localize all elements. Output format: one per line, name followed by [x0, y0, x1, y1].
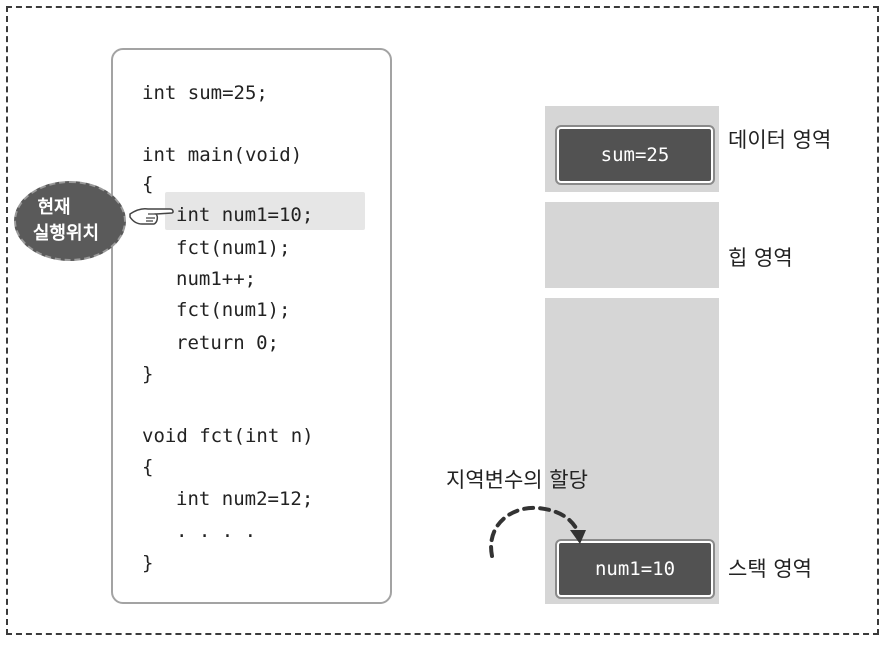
heap-segment	[545, 202, 719, 288]
code-line-global: int sum=25;	[142, 82, 268, 104]
code-line-increment: num1++;	[176, 268, 257, 290]
local-variable-cell: num1=10	[557, 541, 713, 597]
code-line-fct-signature: void fct(int n)	[142, 425, 314, 447]
code-line-ellipsis: . . . .	[176, 520, 257, 542]
code-line-main-signature: int main(void)	[142, 144, 303, 166]
code-line-current: int num1=10;	[176, 204, 314, 226]
data-area-label: 데이터 영역	[728, 128, 832, 152]
bubble-label-line2: 실행위치	[32, 223, 100, 244]
heap-area-label: 힙 영역	[728, 246, 793, 270]
code-line-fct-call-2: fct(num1);	[176, 299, 291, 321]
code-line-fct-close-brace: }	[142, 552, 154, 574]
local-allocation-label: 지역변수의 할당	[446, 468, 588, 492]
code-line-return: return 0;	[176, 332, 279, 354]
current-line-highlight	[165, 192, 365, 230]
pointing-hand-icon	[129, 208, 174, 225]
stack-area-label: 스택 영역	[728, 557, 812, 581]
code-panel	[111, 48, 392, 604]
code-line-fct-open-brace: {	[142, 456, 154, 478]
execution-position-bubble	[14, 181, 126, 261]
code-line-fct-call-1: fct(num1);	[176, 237, 291, 259]
diagram-frame	[6, 6, 879, 635]
global-variable-cell: sum=25	[557, 127, 713, 183]
bubble-label-line1: 현재	[37, 197, 71, 218]
code-line-main-open-brace: {	[142, 173, 154, 195]
code-line-local-var: int num2=12;	[176, 488, 314, 510]
code-line-main-close-brace: }	[142, 363, 154, 385]
allocation-arrow-icon	[489, 505, 586, 558]
